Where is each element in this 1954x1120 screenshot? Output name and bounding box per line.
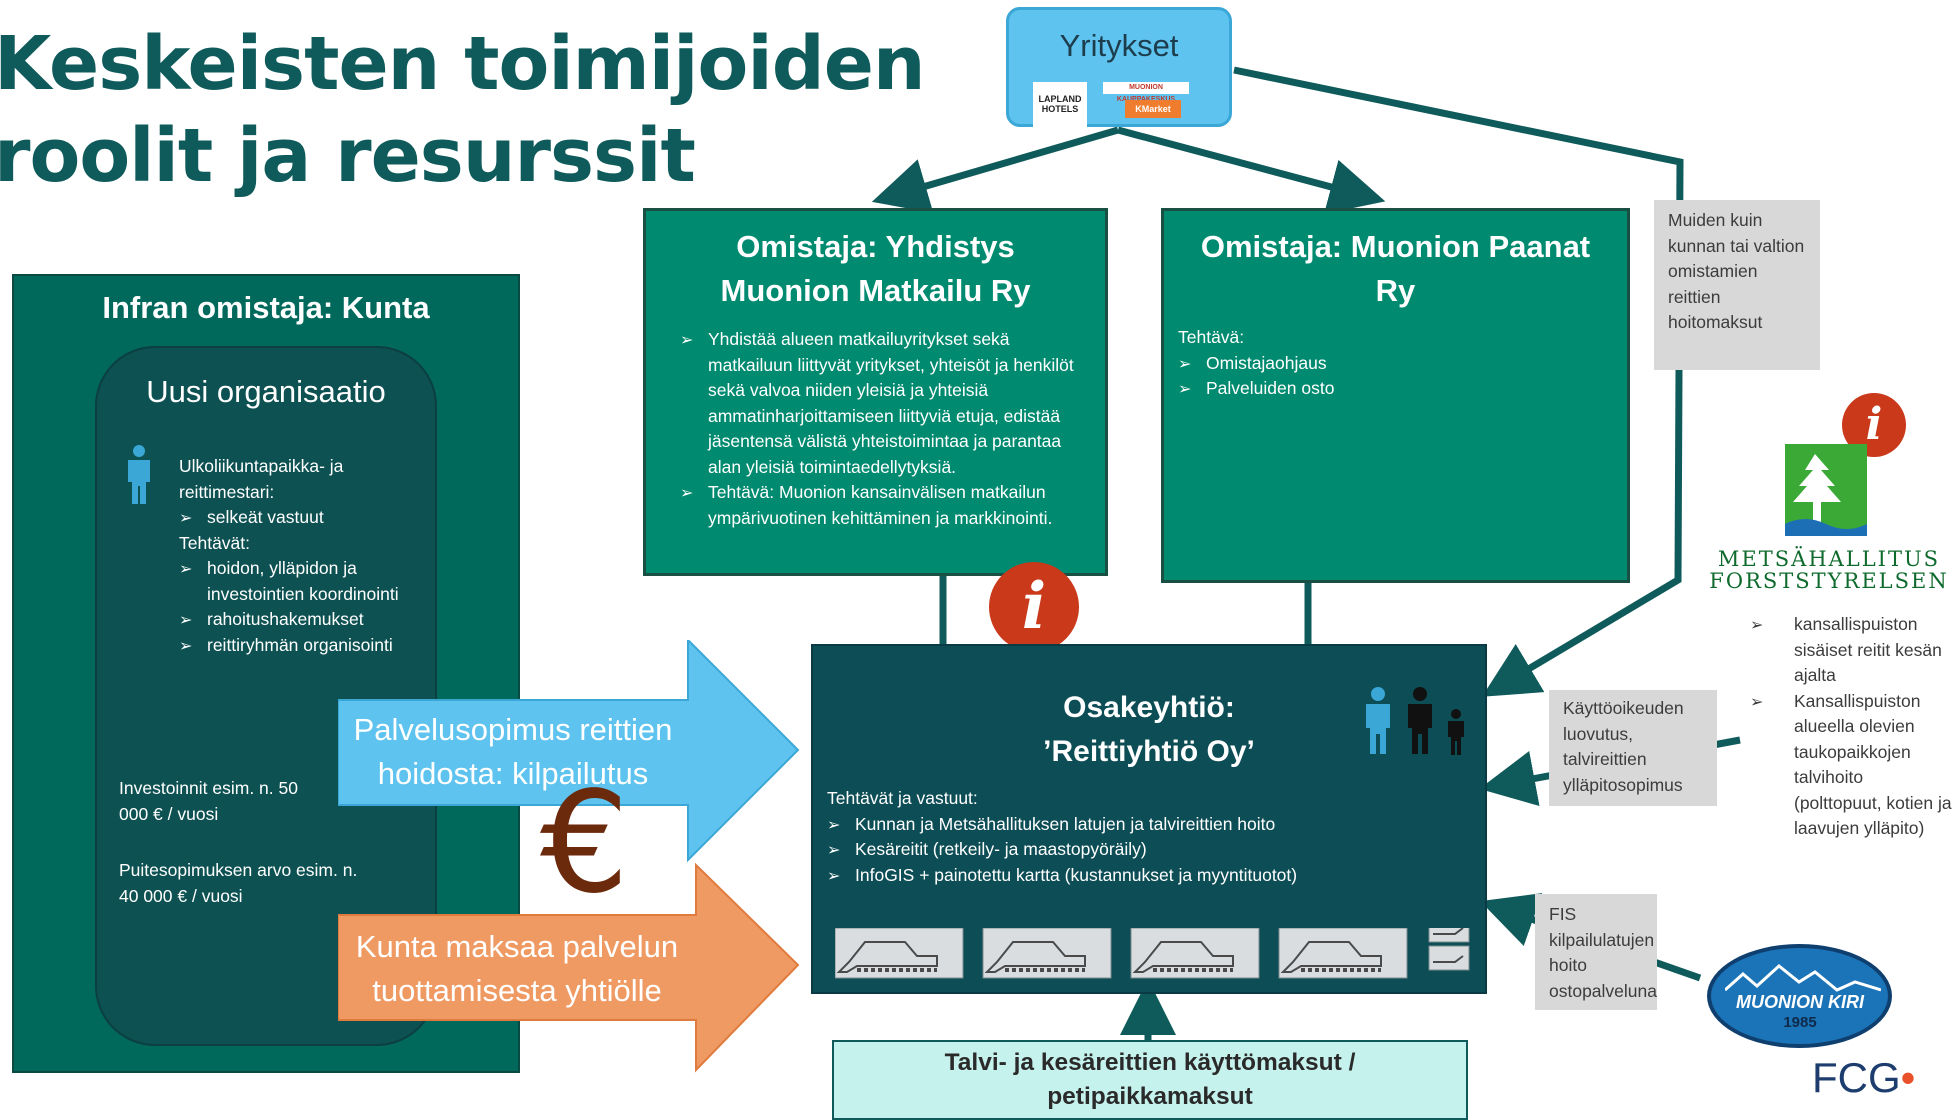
fcg-logo-text: FCG: [1812, 1054, 1901, 1101]
uusi-task-list: hoidon, ylläpidon ja investointien koord…: [179, 556, 419, 658]
yhdistys-bullet-1: Yhdistää alueen matkailuyritykset sekä m…: [680, 327, 1089, 480]
metsahallitus-tree-logo: [1785, 444, 1867, 536]
connector-yritykset-to-yhdistys: [871, 126, 1119, 214]
paanat-title-line-2: Ry: [1375, 273, 1416, 308]
muiden-maintenance-note: Muiden kuin kunnan tai valtion omistamie…: [1654, 200, 1820, 370]
paanat-task-label: Tehtävä:: [1178, 327, 1245, 347]
metsahallitus-bullet-1: kansallispuiston sisäiset reitit kesän a…: [1750, 612, 1952, 689]
companies-label: Yritykset: [1059, 28, 1179, 63]
snow-groomer-icon: [1130, 928, 1260, 979]
snow-groomer-icon: [982, 928, 1112, 979]
owner-paanat-box: Omistaja: Muonion Paanat Ry Tehtävä: Omi…: [1161, 208, 1630, 583]
osakeyhtio-task-2: Kesäreitit (retkeily- ja maastopyöräily): [827, 837, 1485, 863]
yhdistys-bullet-2: Tehtävä: Muonion kansainvälisen matkailu…: [680, 480, 1089, 531]
muonion-kiri-name: MUONION KIRI: [1736, 992, 1864, 1012]
kunta-maksaa-label: Kunta maksaa palvelun tuottamisesta yhti…: [355, 929, 679, 1008]
kmarket-logo: KMarket: [1125, 100, 1181, 118]
uusi-task-1: hoidon, ylläpidon ja investointien koord…: [179, 556, 419, 607]
lapland-hotels-logo: LAPLAND HOTELS: [1033, 82, 1087, 132]
metsahallitus-name-line-2: FORSTSTYRELSEN: [1709, 569, 1949, 593]
uusi-task-3: reittiryhmän organisointi: [179, 633, 419, 659]
paanat-task-list: Omistajaohjaus Palveluiden osto: [1178, 351, 1627, 402]
snowmobile-icon: [1428, 928, 1470, 971]
fcg-dot-icon: •: [1900, 1054, 1916, 1101]
grooming-machines: [835, 928, 1470, 979]
page-title-line-1: Keskeisten toimijoiden: [0, 21, 926, 107]
connector-yritykset-to-yhtio: [1233, 66, 1684, 697]
fis-note: FIS kilpailulatujen hoito ostopalveluna: [1535, 894, 1657, 1010]
usage-fees-line-1: Talvi- ja kesäreittien käyttömaksut /: [944, 1049, 1356, 1076]
usage-fees-box: Talvi- ja kesäreittien käyttömaksut / pe…: [832, 1040, 1468, 1120]
yhdistys-title-line-1: Omistaja: Yhdistys: [736, 229, 1015, 264]
investment-text: Investoinnit esim. n. 50 000 € / vuosi: [119, 778, 298, 824]
big-arrows: [338, 640, 800, 1073]
person-icon: [128, 445, 150, 504]
yhdistys-bullet-list: Yhdistää alueen matkailuyritykset sekä m…: [680, 327, 1089, 531]
uusi-task-2: rahoitushakemukset: [179, 607, 419, 633]
kunta-title: Infran omistaja: Kunta: [102, 290, 430, 325]
connector-yritykset-to-paanat: [1117, 126, 1386, 215]
paanat-task-1: Omistajaohjaus: [1178, 351, 1627, 377]
paanat-task-2: Palveluiden osto: [1178, 376, 1627, 402]
snow-groomer-icon: [835, 928, 964, 979]
metsahallitus-bullet-2: Kansallispuiston alueella olevien taukop…: [1750, 689, 1952, 842]
uusi-role-text: Ulkoliikuntapaikka- ja reittimestari: se…: [179, 454, 419, 658]
osakeyhtio-box: Osakeyhtiö: ’Reittiyhtiö Oy’ Tehtävät ja…: [811, 644, 1487, 994]
palvelusopimus-arrow-shape: [338, 640, 800, 863]
osakeyhtio-task-3: InfoGIS + painotettu kartta (kustannukse…: [827, 863, 1485, 889]
fcg-logo: FCG•: [1812, 1056, 1915, 1100]
kauppakeskus-logo: MUONION KAUPPAKESKUS: [1103, 82, 1189, 103]
uusi-role-bullet: selkeät vastuut: [179, 505, 419, 531]
metsahallitus-name: METSÄHALLITUS FORSTSTYRELSEN: [1706, 548, 1952, 592]
mountain-icon: [1725, 964, 1881, 992]
page-title: Keskeisten toimijoiden roolit ja resurss…: [0, 18, 926, 202]
yhdistys-title-line-2: Muonion Matkailu Ry: [720, 273, 1031, 308]
kayttooikeus-note: Käyttöoikeuden luovutus, talvireittien y…: [1549, 690, 1717, 806]
metsahallitus-bullets: kansallispuiston sisäiset reitit kesän a…: [1750, 612, 1952, 842]
osakeyhtio-title-line-1: Osakeyhtiö:: [1063, 691, 1235, 724]
osakeyhtio-task-list: Kunnan ja Metsähallituksen latujen ja ta…: [827, 812, 1485, 889]
muonion-kiri-year: 1985: [1783, 1014, 1817, 1031]
owner-yhdistys-box: Omistaja: Yhdistys Muonion Matkailu Ry Y…: [643, 208, 1108, 576]
uusi-tasks-label: Tehtävät:: [179, 532, 251, 553]
osakeyhtio-title-line-2: ’Reittiyhtiö Oy’: [1043, 735, 1255, 768]
uusi-organisaatio-title: Uusi organisaatio: [146, 374, 386, 409]
metsahallitus-name-line-1: METSÄHALLITUS: [1717, 547, 1941, 571]
paanat-title-line-1: Omistaja: Muonion Paanat: [1200, 229, 1591, 264]
snow-groomer-icon: [1278, 928, 1408, 979]
palvelusopimus-label: Palvelusopimus reittien hoidosta: kilpai…: [353, 712, 673, 791]
muonion-kiri-logo: MUONION KIRI 1985: [1707, 944, 1892, 1048]
euro-symbol: €: [540, 762, 630, 925]
page-title-line-2: roolit ja resurssit: [0, 113, 696, 199]
companies-box: Yritykset LAPLAND HOTELS MUONION KAUPPAK…: [1006, 7, 1232, 132]
uusi-role-bullets: selkeät vastuut: [179, 505, 419, 531]
uusi-role-line: Ulkoliikuntapaikka- ja reittimestari:: [179, 456, 344, 502]
framework-agreement-text: Puitesopimuksen arvo esim. n. 40 000 € /…: [119, 860, 358, 906]
people-icon: [1366, 687, 1464, 755]
osakeyhtio-task-1: Kunnan ja Metsähallituksen latujen ja ta…: [827, 812, 1485, 838]
osakeyhtio-tasks-label: Tehtävät ja vastuut:: [827, 788, 978, 808]
kunta-maksaa-arrow-shape: [338, 862, 800, 1073]
info-icon: i: [989, 562, 1079, 652]
usage-fees-line-2: petipaikkamaksut: [1047, 1083, 1253, 1110]
